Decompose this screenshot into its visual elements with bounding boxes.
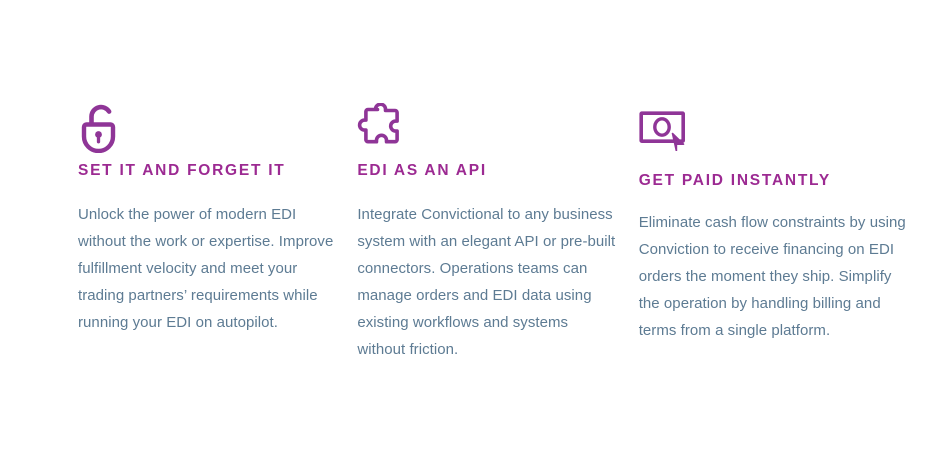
feature-description: Unlock the power of modern EDI without t… (78, 206, 334, 331)
feature-title: GET PAID INSTANTLY (638, 172, 831, 189)
feature-title: EDI AS AN API (357, 162, 487, 179)
feature-description: Integrate Convictional to any business s… (357, 206, 616, 358)
feature-card-set-it-and-forget-it: SET IT AND FORGET IT Unlock the power of… (78, 100, 357, 336)
features-grid: SET IT AND FORGET IT Unlock the power of… (78, 100, 918, 363)
feature-description: Eliminate cash flow constraints by using… (638, 214, 906, 339)
puzzle-piece-icon (357, 100, 616, 161)
feature-card-edi-as-an-api: EDI AS AN API Integrate Convictional to … (357, 100, 638, 363)
feature-title: SET IT AND FORGET IT (78, 162, 286, 179)
banknote-payment-icon (639, 100, 910, 169)
open-padlock-icon (78, 100, 335, 161)
feature-card-get-paid-instantly: GET PAID INSTANTLY Eliminate cash flow c… (639, 100, 918, 344)
